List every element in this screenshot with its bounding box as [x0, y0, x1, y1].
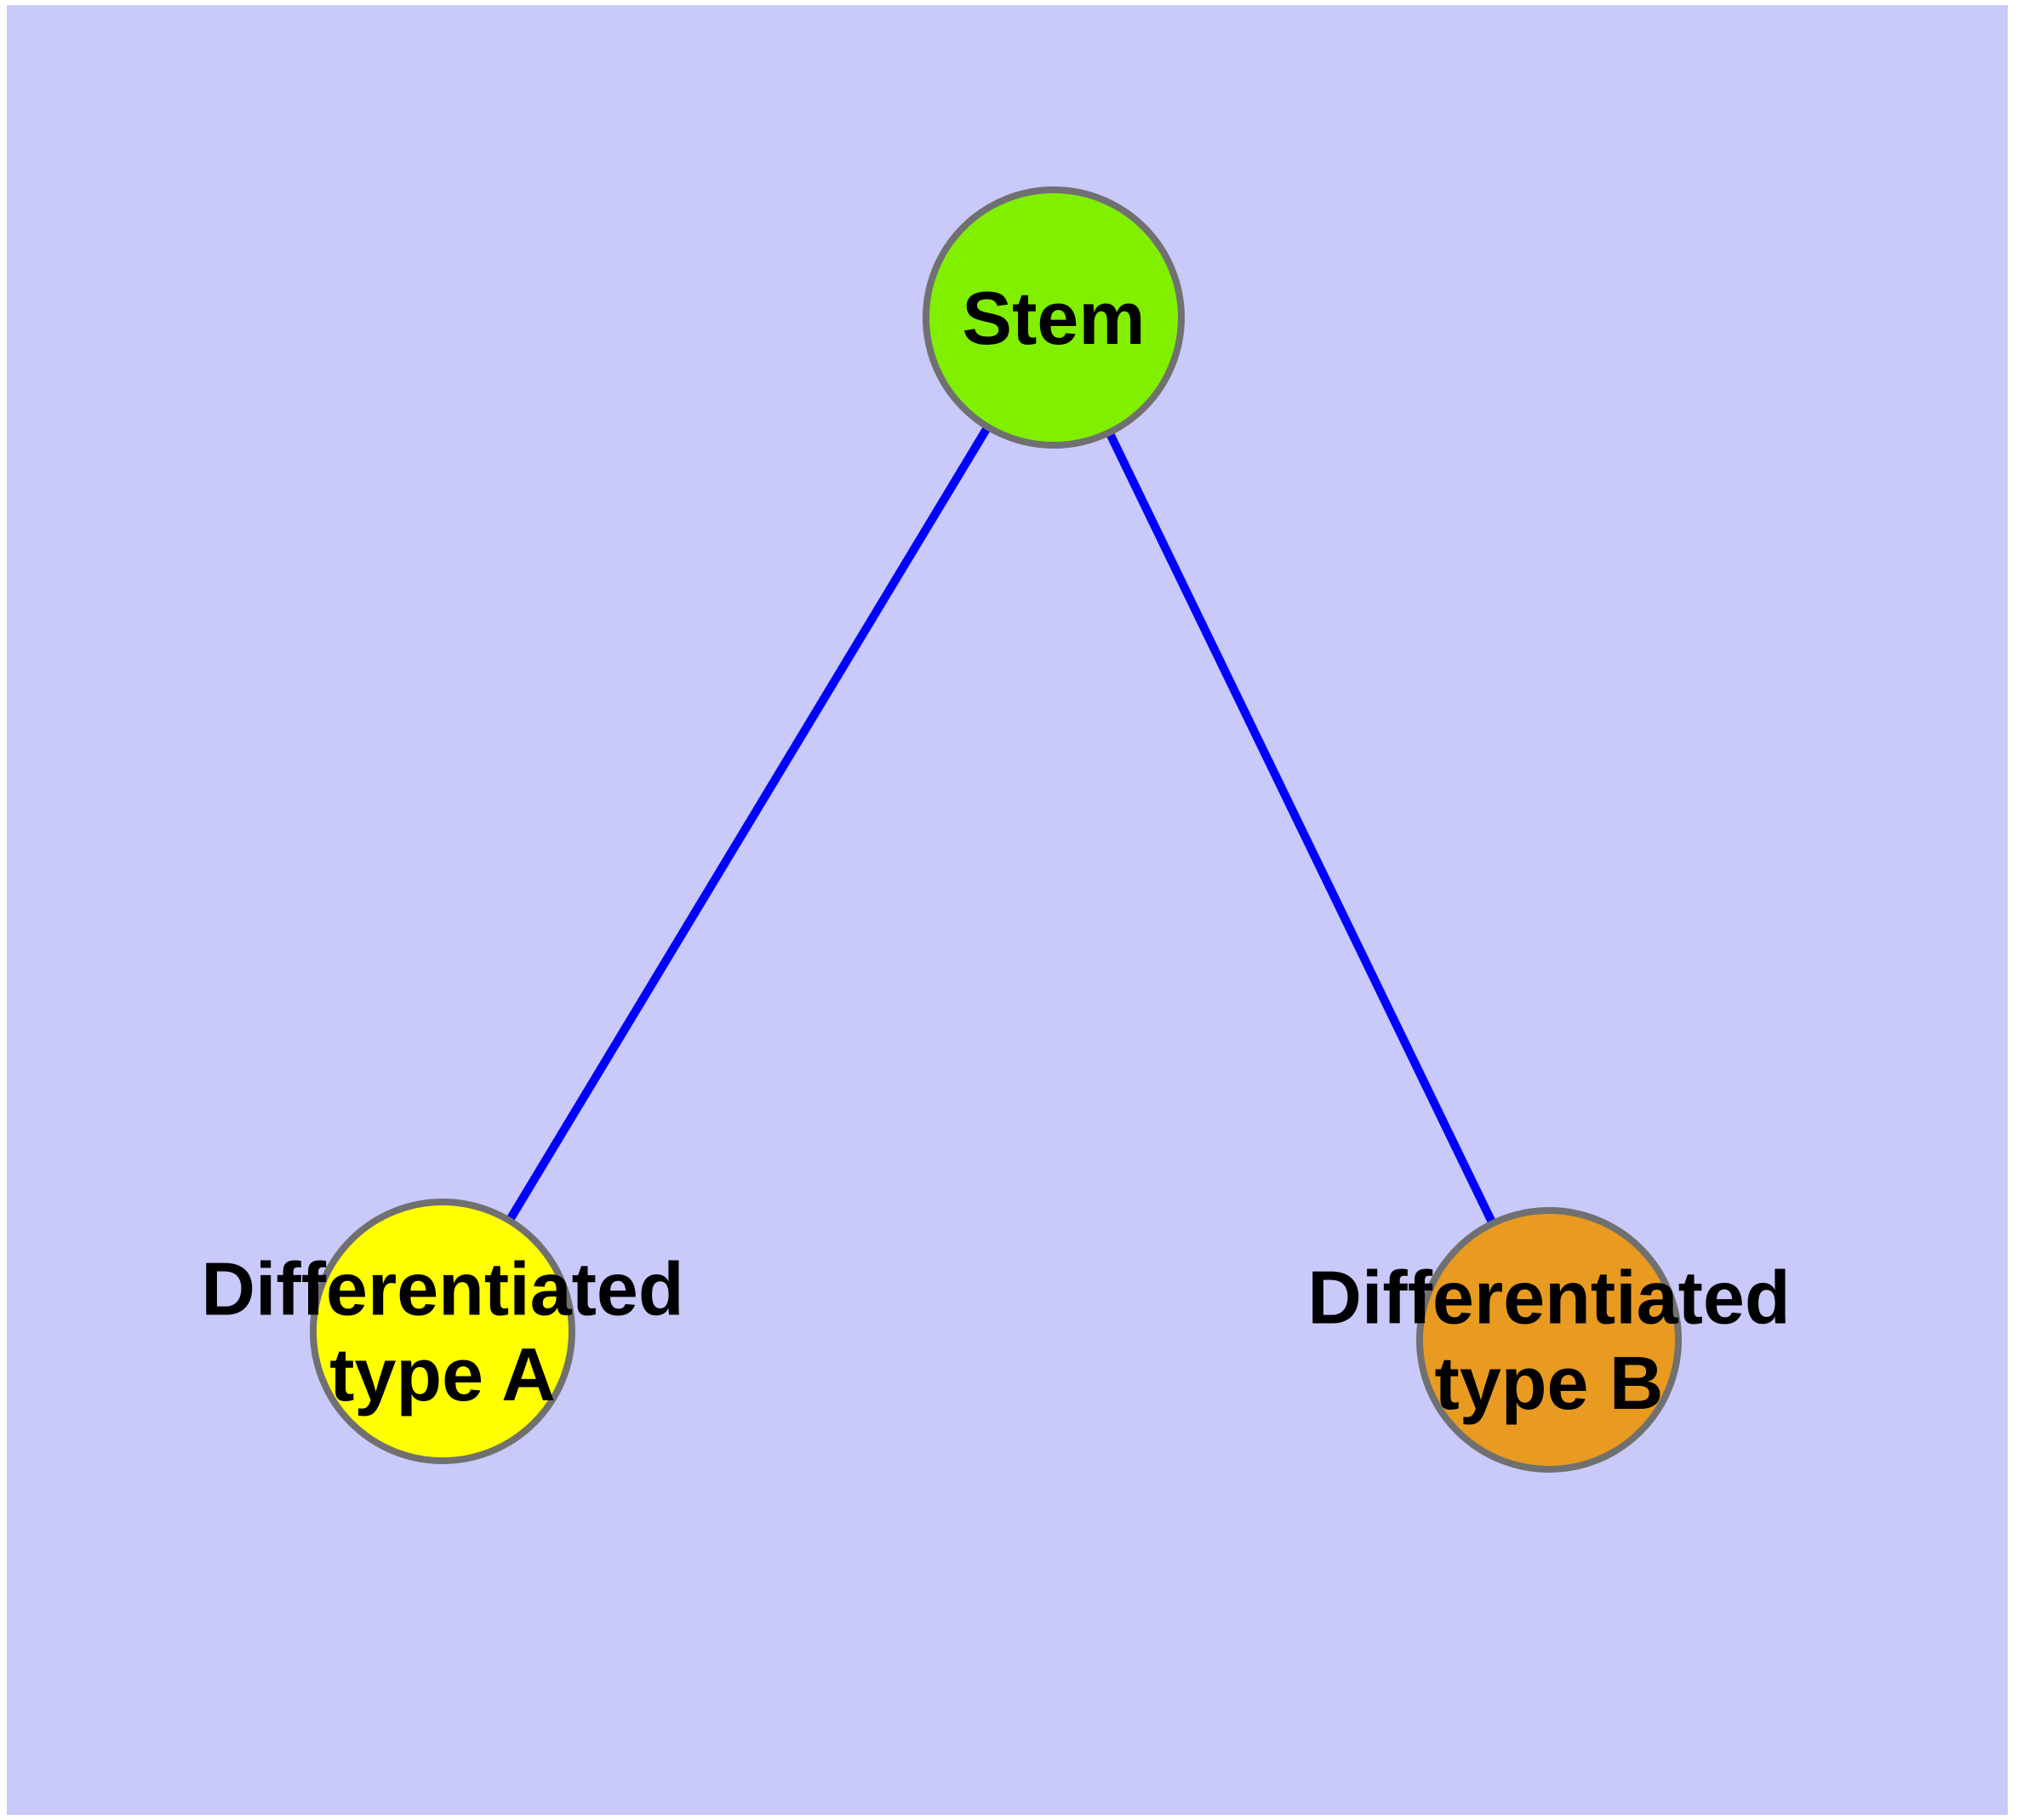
node-stem[interactable]: Stem — [923, 186, 1185, 449]
node-label-line: Differentiated — [1307, 1256, 1790, 1340]
node-circle-diff_b[interactable] — [1416, 1207, 1682, 1473]
node-label-line: Differentiated — [201, 1247, 683, 1331]
edges-layer — [504, 421, 1498, 1228]
edge-stem-to-diff_a — [504, 421, 993, 1226]
node-label-stem: Stem — [962, 276, 1145, 360]
node-circle-diff_a[interactable] — [310, 1199, 575, 1464]
node-circle-stem[interactable] — [923, 186, 1185, 449]
edge-stem-to-diff_b — [1104, 427, 1498, 1228]
node-label-line: type A — [329, 1332, 556, 1417]
node-label-line: Stem — [962, 276, 1145, 360]
node-label-line: type B — [1435, 1341, 1664, 1425]
